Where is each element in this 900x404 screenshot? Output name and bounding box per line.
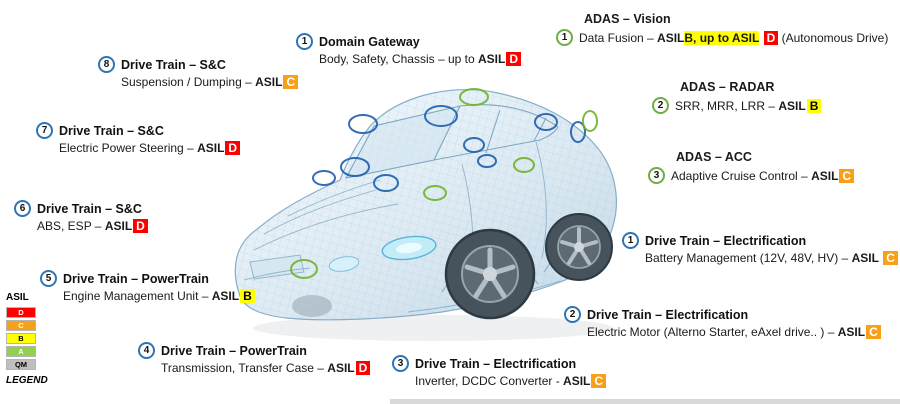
sensor-markers-green — [290, 88, 598, 279]
legend-item-d: D — [6, 307, 36, 318]
callout-number-badge: 3 — [648, 167, 665, 184]
callout-title: Drive Train – Electrification — [645, 233, 807, 248]
callout-number-badge: 5 — [40, 270, 57, 287]
rear-wheel — [545, 213, 613, 281]
callout-number-badge: 7 — [36, 122, 53, 139]
callout-adas-acc: ADAS – ACC 3 Adaptive Cruise Control – A… — [648, 150, 855, 184]
callout-number-badge: 1 — [296, 33, 313, 50]
callout-adas-vision: ADAS – Vision 1 Data Fusion – ASILB, up … — [556, 12, 888, 46]
callout-description: Electric Motor (Alterno Starter, eAxel d… — [564, 325, 881, 339]
car-svg — [234, 88, 617, 341]
callout-title: ADAS – ACC — [676, 150, 752, 164]
legend-caption: LEGEND — [6, 375, 48, 386]
callout-title: Drive Train – PowerTrain — [63, 271, 209, 286]
legend-title: ASIL — [6, 292, 29, 303]
bottom-divider — [390, 399, 900, 404]
legend-item-c: C — [6, 320, 36, 331]
callout-number-badge: 6 — [14, 200, 31, 217]
callout-drivetrain-inverter: 3 Drive Train – Electrification Inverter… — [392, 355, 607, 388]
callout-description: Battery Management (12V, 48V, HV) – ASIL… — [622, 251, 898, 265]
callout-title: Drive Train – Electrification — [587, 307, 749, 322]
callout-description: Data Fusion – ASILB, up to ASIL D (Auton… — [579, 30, 889, 45]
legend-item-b: B — [6, 333, 36, 344]
callout-title: Drive Train – PowerTrain — [161, 343, 307, 358]
sensor-markers-blue — [312, 105, 586, 192]
callout-drivetrain-suspension: 8 Drive Train – S&C Suspension / Dumping… — [98, 56, 299, 89]
callout-drivetrain-emu: 5 Drive Train – PowerTrain Engine Manage… — [40, 270, 255, 303]
callout-title: Domain Gateway — [319, 34, 420, 49]
callout-title: Drive Train – S&C — [37, 201, 142, 216]
legend-item-qm: QM — [6, 359, 36, 370]
callout-drivetrain-eps: 7 Drive Train – S&C Electric Power Steer… — [36, 122, 241, 155]
callout-drivetrain-motor: 2 Drive Train – Electrification Electric… — [564, 306, 881, 339]
front-wheel — [444, 228, 536, 320]
fog-light — [328, 256, 360, 272]
car-body — [234, 88, 617, 321]
callout-drivetrain-transmission: 4 Drive Train – PowerTrain Transmission,… — [138, 342, 371, 375]
callout-drivetrain-battery: 1 Drive Train – Electrification Battery … — [622, 232, 898, 265]
callout-title: ADAS – RADAR — [680, 80, 775, 94]
callout-number-badge: 2 — [652, 97, 669, 114]
callout-number-badge: 1 — [556, 29, 573, 46]
far-side-wheel — [292, 295, 332, 317]
car-shadow — [253, 315, 613, 341]
callout-title: Drive Train – S&C — [121, 57, 226, 72]
callout-number-badge: 3 — [392, 355, 409, 372]
callout-title: Drive Train – S&C — [59, 123, 164, 138]
callout-domain-gateway: 1 Domain Gateway Body, Safety, Chassis –… — [296, 33, 521, 66]
callout-number-badge: 1 — [622, 232, 639, 249]
car-wireframe-illustration — [228, 66, 628, 351]
callout-number-badge: 2 — [564, 306, 581, 323]
callout-title: ADAS – Vision — [584, 12, 671, 26]
callout-title: Drive Train – Electrification — [415, 356, 577, 371]
callout-number-badge: 8 — [98, 56, 115, 73]
legend-item-a: A — [6, 346, 36, 357]
callout-number-badge: 4 — [138, 342, 155, 359]
